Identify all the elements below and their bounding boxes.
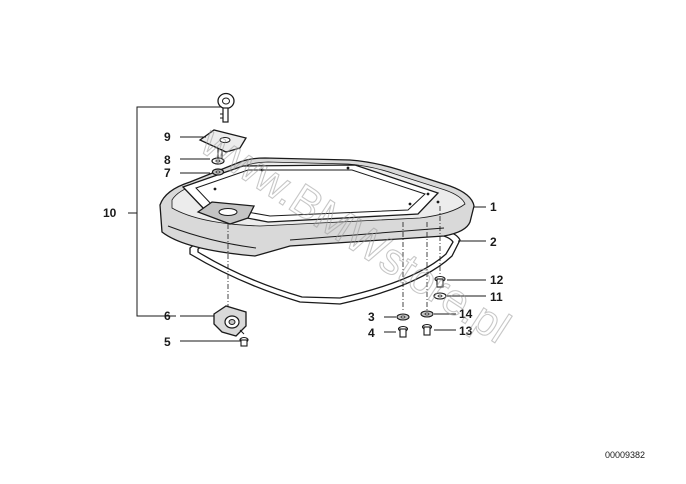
callout-8: 8: [164, 153, 171, 167]
callout-2: 2: [490, 235, 497, 249]
callout-13: 13: [459, 324, 473, 338]
callout-6: 6: [164, 309, 171, 323]
leader-lines: [180, 136, 486, 342]
lock-plate[interactable]: [198, 129, 248, 158]
callout-12: 12: [490, 273, 504, 287]
nut-7[interactable]: [211, 168, 225, 176]
assembly-axes: [227, 206, 441, 312]
screw-4[interactable]: [397, 325, 409, 338]
callout-9: 9: [164, 130, 171, 144]
callout-11: 11: [490, 290, 503, 304]
callout-3: 3: [368, 310, 375, 324]
callout-4: 4: [368, 326, 375, 340]
callout-5: 5: [164, 335, 171, 349]
lock-body[interactable]: [213, 305, 247, 337]
callout-7: 7: [164, 166, 171, 180]
screw-13[interactable]: [421, 323, 433, 336]
washer-11[interactable]: [433, 292, 447, 300]
screw-5[interactable]: [239, 336, 249, 347]
washer-8[interactable]: [211, 157, 225, 165]
callout-10: 10: [103, 206, 117, 220]
reference-code: 00009382: [605, 450, 645, 460]
cover[interactable]: [159, 157, 475, 257]
washer-14[interactable]: [420, 310, 434, 318]
callout-1: 1: [490, 200, 497, 214]
screw-12[interactable]: [434, 275, 446, 288]
group-bracket: [128, 106, 222, 317]
key[interactable]: [217, 92, 235, 123]
callout-14: 14: [459, 307, 473, 321]
washer-3[interactable]: [396, 313, 410, 321]
